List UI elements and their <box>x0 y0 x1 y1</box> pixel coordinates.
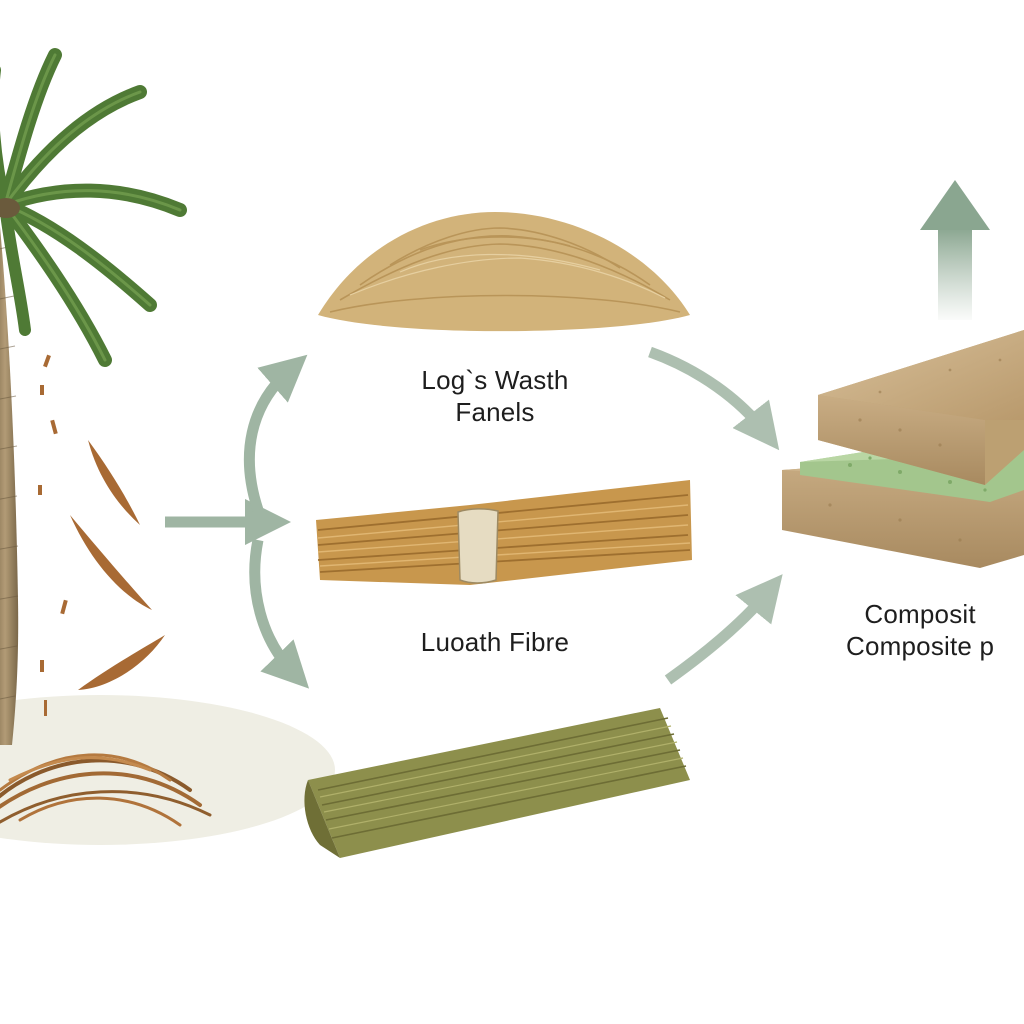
label-composite-line1: Composit <box>864 599 976 629</box>
label-wash-line2: Fanels <box>455 397 535 427</box>
label-composite-line2: Composite p <box>846 631 995 661</box>
arrow-pile-to-board <box>648 346 780 451</box>
label-wash-line1: Log`s Wasth <box>421 365 569 395</box>
ground-patch <box>0 695 335 845</box>
fiber-heap <box>0 753 212 827</box>
fiber-pile-icon <box>318 212 690 332</box>
arrow-down-to-green <box>249 538 310 689</box>
label-fibre: Luoath Fibre <box>420 627 570 657</box>
falling-fibres <box>38 354 165 716</box>
label-composite: Composit Composite p <box>846 598 994 662</box>
fiber-bundle-icon <box>316 480 692 585</box>
up-arrow-icon <box>920 180 990 320</box>
arrow-up-to-pile <box>243 354 308 512</box>
palm-tree-icon <box>0 48 187 745</box>
arrow-green-to-board <box>664 574 783 685</box>
green-fiber-bundle-icon <box>304 708 690 858</box>
label-log-wash-panels: Log`s Wasth Fanels <box>340 364 650 428</box>
flow-arrows <box>165 346 783 689</box>
composite-board-icon <box>782 330 1024 568</box>
